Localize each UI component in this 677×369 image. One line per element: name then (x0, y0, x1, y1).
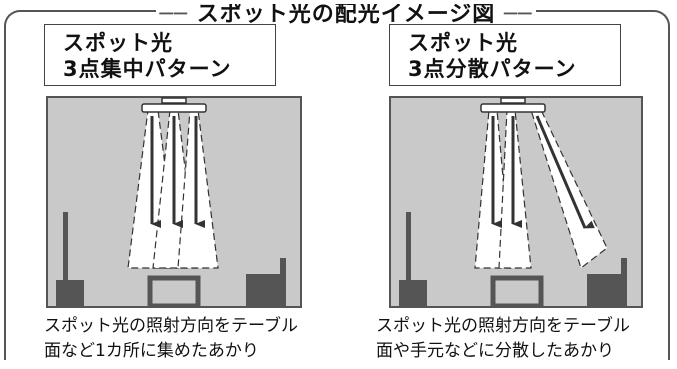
caption-line2: 面など1カ所に集めたあかり (44, 341, 259, 361)
chair-icon (399, 280, 427, 306)
caption-concentrated: スポット光の照射方向をテーブル 面など1カ所に集めたあかり (44, 314, 298, 364)
caption-line1: スポット光の照射方向をテーブル (44, 316, 298, 336)
panel-title-line1: スポット光 (63, 31, 173, 55)
panel-title-line2: 3点分散パターン (408, 57, 577, 81)
arrow-3 (535, 115, 595, 229)
title-rule-right: ── (503, 4, 533, 26)
chair-icon (587, 274, 627, 306)
floor-lamp-pole (406, 212, 411, 296)
furniture (399, 212, 627, 308)
floor-lamp-pole (63, 212, 68, 296)
table-icon (147, 275, 201, 308)
scene-distributed (389, 96, 643, 308)
scene-concentrated (46, 96, 302, 308)
panel-title-line1: スポット光 (408, 31, 518, 55)
spotlight-fixture-icon (141, 97, 207, 113)
caption-line1: スポット光の照射方向をテーブル (376, 316, 630, 336)
panel-title-line2: 3点集中パターン (63, 57, 232, 81)
table-icon (490, 275, 544, 308)
title-rule-left: ── (159, 4, 189, 26)
figure-title-text: スポット光の配光イメージ図 (196, 4, 496, 26)
caption-distributed: スポット光の照射方向をテーブル 面や手元などに分散したあかり (376, 314, 630, 364)
direction-arrows (491, 115, 595, 229)
panel-distributed-title-box: スポット光 3点分散パターン (389, 24, 621, 86)
chair-back (621, 258, 627, 288)
chair-back (280, 258, 286, 288)
direction-arrows (150, 116, 205, 228)
spotlight-fixture-icon (480, 97, 546, 113)
caption-line2: 面や手元などに分散したあかり (376, 341, 614, 361)
chair-icon (56, 280, 84, 306)
chair-icon (246, 274, 286, 306)
figure-title: ── スポット光の配光イメージ図 ── (156, 4, 536, 26)
figure-frame: ── スポット光の配光イメージ図 ── (4, 4, 670, 360)
furniture (56, 212, 286, 308)
panel-concentrated-title-box: スポット光 3点集中パターン (44, 24, 276, 86)
